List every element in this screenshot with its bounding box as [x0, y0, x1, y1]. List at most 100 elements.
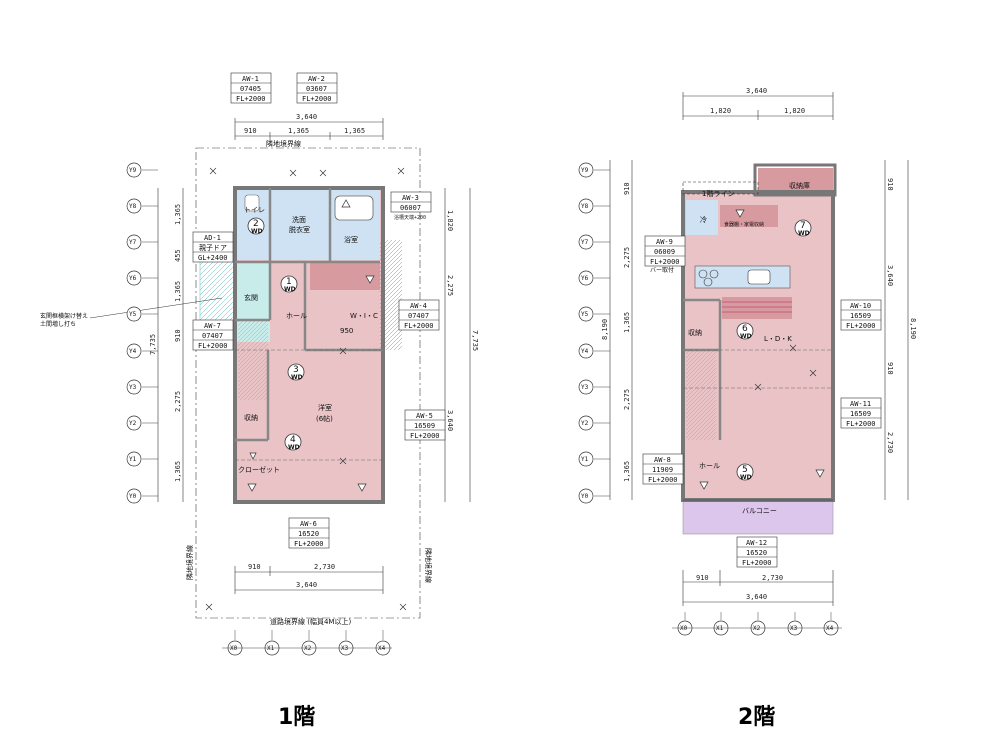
room-storage-2f: 収納	[688, 328, 702, 337]
grid-bubble-y8-2f: Y8	[578, 198, 594, 214]
svg-text:AW-1: AW-1	[242, 75, 259, 83]
svg-text:GL+2400: GL+2400	[198, 254, 228, 262]
dim-right-c: 3,640	[446, 410, 454, 431]
svg-text:AW-7: AW-7	[204, 322, 221, 330]
svg-text:07407: 07407	[202, 332, 223, 340]
dim-left-2f-total: 8,190	[601, 319, 609, 340]
svg-text:AW-9: AW-9	[656, 238, 673, 246]
room-bath: 浴室	[344, 235, 358, 244]
svg-text:11909: 11909	[652, 466, 673, 474]
svg-text:FL+2000: FL+2000	[648, 476, 678, 484]
wd-marker-5: 5WD	[736, 463, 754, 481]
svg-text:Y8: Y8	[129, 203, 137, 210]
vent-markers-2f	[699, 209, 825, 490]
svg-text:X4: X4	[826, 625, 834, 632]
dim-bottom-b: 2,730	[314, 563, 335, 571]
dim-right-2f-d: 2,730	[886, 432, 894, 453]
dims-top-2f	[682, 92, 834, 120]
svg-text:Y9: Y9	[581, 167, 589, 174]
svg-text:Y5: Y5	[129, 311, 137, 318]
stairs-1f	[238, 320, 268, 400]
svg-text:AW-2: AW-2	[308, 75, 325, 83]
svg-text:AW-4: AW-4	[410, 302, 427, 310]
svg-text:Y1: Y1	[129, 456, 137, 463]
svg-text:4: 4	[290, 435, 296, 445]
dim-left-2f-a: 910	[623, 182, 631, 195]
room-entrance: 玄関	[244, 293, 258, 302]
grid-bubble-y1-1f: Y1	[126, 451, 142, 467]
svg-text:Y6: Y6	[129, 275, 137, 282]
svg-text:FL+2000: FL+2000	[302, 95, 332, 103]
floor2-base-fill	[683, 192, 833, 500]
wd-marker-7: 7WD	[794, 219, 812, 237]
floor1-outer-wall	[233, 186, 385, 504]
dims-left-2f	[609, 160, 633, 500]
svg-text:06007: 06007	[400, 204, 421, 212]
svg-text:Y6: Y6	[581, 275, 589, 282]
grid-bubble-y8-1f: Y8	[126, 198, 142, 214]
svg-text:AW-11: AW-11	[850, 400, 871, 408]
grid-bubble-y0-2f: Y0	[578, 488, 594, 504]
svg-text:X0: X0	[230, 645, 238, 652]
svg-text:06009: 06009	[654, 248, 675, 256]
svg-text:FL+2000: FL+2000	[846, 420, 876, 428]
grid-bubble-y0-1f: Y0	[126, 488, 142, 504]
grid-bubble-y6-2f: Y6	[578, 270, 594, 286]
dims-right-1f	[444, 188, 471, 502]
dim-bottom-2f-a: 910	[696, 574, 709, 582]
grid-bubble-y3-1f: Y3	[126, 379, 142, 395]
dim-left-c: 1,365	[174, 281, 182, 302]
svg-text:WD: WD	[291, 374, 303, 381]
svg-text:AW-6: AW-6	[300, 520, 317, 528]
grid-bubble-y1-2f: Y1	[578, 451, 594, 467]
floor2-title: 2階	[738, 705, 775, 730]
wd-marker-1: 1WD	[280, 275, 298, 293]
cooktop	[698, 269, 719, 287]
svg-text:6: 6	[742, 324, 748, 334]
room-hall-2f: ホール	[699, 462, 720, 470]
svg-text:WD: WD	[288, 444, 300, 451]
dims-right-2f	[884, 160, 909, 500]
toilet-fixture	[244, 194, 260, 212]
room-toilet: トイレ	[244, 206, 265, 214]
dim-left-2f-b: 2,275	[623, 247, 631, 268]
svg-text:7: 7	[800, 221, 806, 231]
svg-text:FL+2000: FL+2000	[404, 322, 434, 330]
kitchen-storage-fill	[720, 205, 778, 227]
svg-text:X1: X1	[716, 625, 724, 632]
svg-text:Y0: Y0	[581, 493, 589, 500]
svg-text:AW-10: AW-10	[850, 302, 871, 310]
kitchen-counter	[694, 265, 791, 289]
counter-bar	[722, 297, 792, 319]
note-line-2: 土間増し打ち	[40, 320, 76, 328]
dim-right-2f-total: 8,190	[909, 318, 917, 339]
boundary-left-label: 隣地境界線	[185, 545, 194, 580]
site-boundary	[195, 147, 421, 619]
svg-text:16509: 16509	[414, 422, 435, 430]
dim-top-2f-b: 1,820	[784, 107, 805, 115]
svg-text:07407: 07407	[408, 312, 429, 320]
fridge-label: 冷	[700, 215, 707, 224]
stairs-2f	[686, 350, 716, 440]
dims-bottom-1f	[234, 566, 384, 594]
svg-text:FL+2000: FL+2000	[650, 258, 680, 266]
dim-left-b: 455	[174, 249, 182, 262]
grid-bubble-y2-2f: Y2	[578, 415, 594, 431]
dim-left-total: 7,735	[149, 334, 157, 355]
svg-text:X1: X1	[267, 645, 275, 652]
dim-top-total: 3,640	[296, 113, 317, 121]
floor-1-plan: 隣地境界線 道路境界線 (幅員4M以上) 隣地境界線 隣地境界線	[40, 72, 479, 730]
floor-2-plan: 1階ライン 収納庫 冷 食器棚・家電収納 バー取付 収納 L・D・K ホール バ…	[578, 87, 917, 730]
dim-bottom-total: 3,640	[296, 581, 317, 589]
svg-text:Y7: Y7	[581, 239, 589, 246]
grid-bubble-y9-2f: Y9	[578, 162, 594, 178]
svg-text:1: 1	[286, 277, 292, 287]
grid-bubble-y7-1f: Y7	[126, 234, 142, 250]
